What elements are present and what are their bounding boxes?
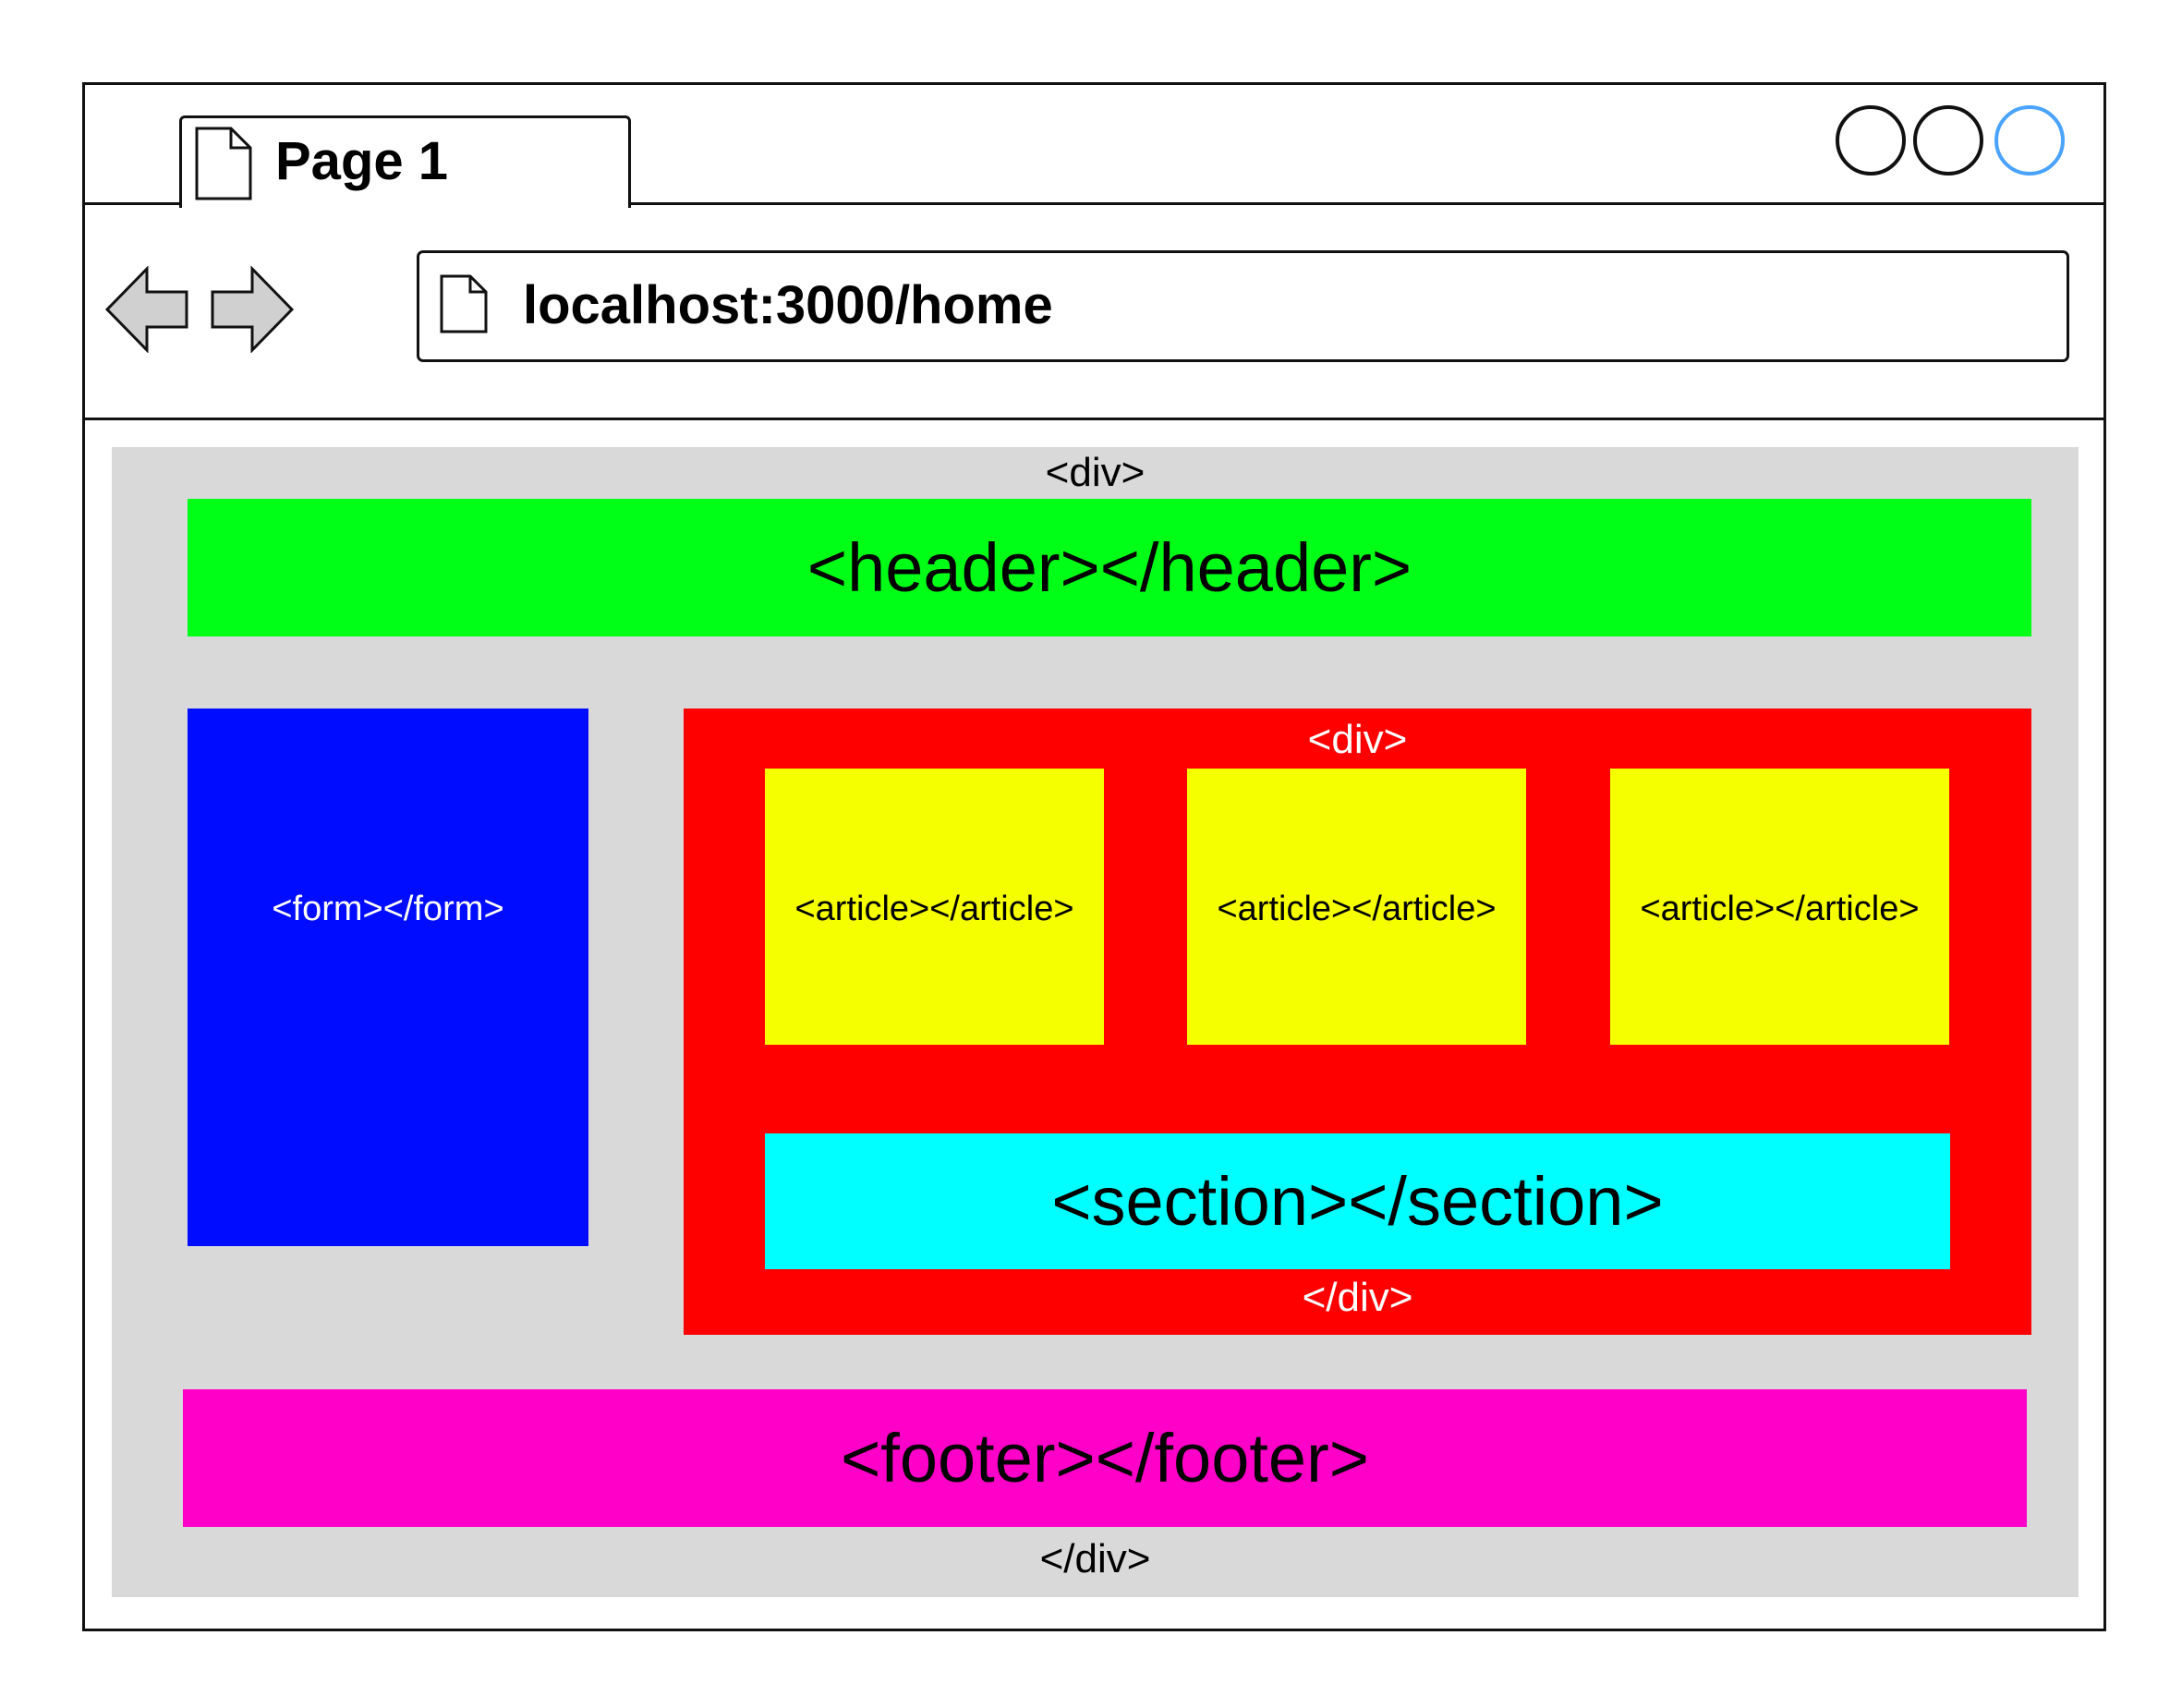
document-icon <box>195 127 252 200</box>
tab-strip-line <box>82 202 180 205</box>
window-button-2[interactable] <box>1913 105 1983 176</box>
section-block: <section></section> <box>765 1133 1950 1269</box>
article-block <box>1187 769 1526 1045</box>
inner-div-close-tag: </div> <box>1302 1275 1413 1320</box>
footer-block: <footer></footer> <box>183 1389 2027 1527</box>
header-block: <header></header> <box>188 499 2031 636</box>
tab-strip-line <box>630 202 2106 205</box>
article-block <box>1610 769 1949 1045</box>
article-block <box>765 769 1104 1045</box>
address-url[interactable]: localhost:3000/home <box>523 275 1053 335</box>
tab-title: Page 1 <box>275 131 448 191</box>
window-button-3[interactable] <box>1994 105 2065 176</box>
inner-div-open-tag: <div> <box>1307 717 1408 762</box>
outer-div-open-tag: <div> <box>1045 450 1146 495</box>
article-label: <article></article> <box>1217 890 1497 928</box>
document-icon <box>440 274 488 333</box>
browser-tab[interactable] <box>179 115 631 208</box>
article-label: <article></article> <box>1640 890 1920 928</box>
form-block <box>188 709 588 1246</box>
outer-div-close-tag: </div> <box>1039 1536 1151 1581</box>
form-label: <form></form> <box>272 890 504 928</box>
forward-arrow-icon[interactable] <box>210 266 295 353</box>
toolbar-divider <box>82 418 2106 420</box>
address-bar[interactable] <box>417 250 2069 362</box>
back-arrow-icon[interactable] <box>104 266 189 353</box>
article-label: <article></article> <box>794 890 1074 928</box>
window-button-1[interactable] <box>1836 105 1906 176</box>
